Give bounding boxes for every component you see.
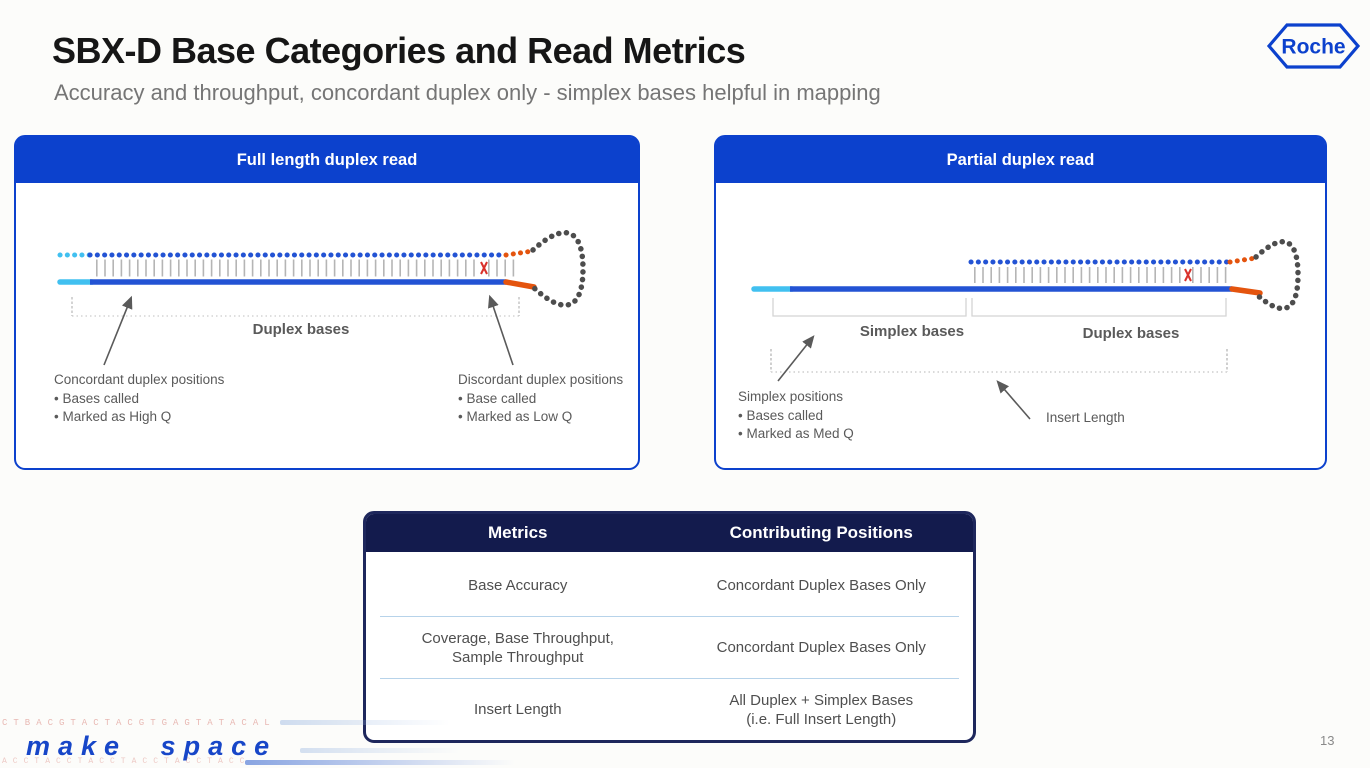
full-length-panel-body: Duplex bases Concordant duplex positions… <box>16 185 638 468</box>
discordant-bullet-1: Base called <box>458 390 623 409</box>
blue-streak-decoration <box>300 748 460 753</box>
discordant-title: Discordant duplex positions <box>458 372 624 387</box>
page-number: 13 <box>1320 733 1335 748</box>
full-length-panel-title: Full length duplex read <box>236 150 418 169</box>
blue-streak-decoration <box>245 760 515 765</box>
page-subtitle: Accuracy and throughput, concordant dupl… <box>54 80 881 105</box>
discordant-error-mark <box>480 261 488 275</box>
simplex-annotation: Simplex positions Bases called Marked as… <box>738 388 854 444</box>
hairpin-loop <box>530 230 586 308</box>
simplex-bullet-2: Marked as Med Q <box>738 425 853 444</box>
positions-cell: Concordant Duplex Bases Only <box>716 577 926 594</box>
insert-length-arrow <box>996 380 1031 420</box>
discordant-bullet-2: Marked as Low Q <box>458 408 623 427</box>
discordant-arrow <box>488 294 514 366</box>
page-title: SBX-D Base Categories and Read Metrics <box>52 30 746 71</box>
table-row: Coverage, Base Throughput, Sample Throug… <box>366 617 973 678</box>
concordant-annotation: Concordant duplex positions Bases called… <box>54 371 224 427</box>
metric-cell: Base Accuracy <box>468 577 568 594</box>
metric-cell: Insert Length <box>473 701 562 718</box>
col-header-contributing-positions: Contributing Positions <box>729 523 913 542</box>
full-length-read-diagram <box>57 230 586 366</box>
concordant-bullet-2: Marked as High Q <box>54 408 224 427</box>
table-row: Insert Length All Duplex + Simplex Bases… <box>366 679 973 740</box>
table-row: Base Accuracy Concordant Duplex Bases On… <box>366 555 973 616</box>
metrics-table-body: Base Accuracy Concordant Duplex Bases On… <box>366 555 973 740</box>
simplex-title: Simplex positions <box>738 389 844 404</box>
row-divider <box>380 678 959 679</box>
partial-panel-header: Partial duplex read <box>716 137 1325 185</box>
hairpin-loop <box>1253 239 1301 312</box>
full-length-duplex-panel: Full length duplex read <box>14 135 640 470</box>
metrics-table: Metrics Contributing Positions Base Accu… <box>363 511 976 743</box>
roche-logo-icon: Roche <box>1266 23 1361 69</box>
roche-logo-text: Roche <box>1281 36 1345 59</box>
full-length-panel-header: Full length duplex read <box>16 137 638 185</box>
duplex-bases-label: Duplex bases <box>252 321 350 338</box>
concordant-arrow <box>103 295 133 366</box>
partial-read-diagram <box>751 239 1301 420</box>
make-space-wordmark: make space <box>26 731 278 761</box>
simplex-bullet-1: Bases called <box>738 407 854 426</box>
metrics-table-header: Metrics Contributing Positions <box>366 514 973 555</box>
concordant-title: Concordant duplex positions <box>54 372 225 387</box>
positions-cell: Concordant Duplex Bases Only <box>716 639 926 656</box>
col-header-metrics: Metrics <box>487 523 548 542</box>
partial-panel-title: Partial duplex read <box>946 150 1095 169</box>
dna-sequence-decoration: CTBACGTACTACGTGAGTATACAL <box>2 718 276 728</box>
blue-streak-decoration <box>280 720 450 725</box>
discordant-error-mark <box>1184 268 1192 282</box>
metric-cell: Coverage, Base Throughput, Sample Throug… <box>421 629 614 666</box>
row-divider <box>380 616 959 617</box>
simplex-arrow <box>777 335 815 382</box>
partial-duplex-panel: Partial duplex read <box>714 135 1327 470</box>
positions-cell: All Duplex + Simplex Bases (i.e. Full In… <box>729 691 914 728</box>
insert-length-label: Insert Length <box>1046 410 1125 425</box>
concordant-bullet-1: Bases called <box>54 390 224 409</box>
dna-sequence-decoration: ACCTACCTACCTACCTACCTACC <box>2 757 251 766</box>
simplex-bases-label: Simplex bases <box>859 323 965 340</box>
partial-panel-body: Simplex bases Duplex bases Simplex posit… <box>716 185 1325 468</box>
discordant-annotation: Discordant duplex positions Base called … <box>458 371 623 427</box>
duplex-bases-label: Duplex bases <box>1082 325 1180 342</box>
